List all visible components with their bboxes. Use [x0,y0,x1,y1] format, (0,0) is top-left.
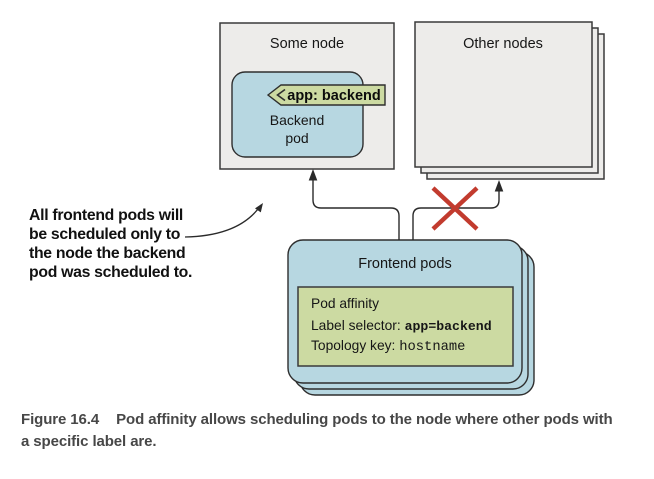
pod-affinity-heading: Pod affinity [311,296,379,311]
other-nodes-stack: Other nodes [414,21,605,180]
pod-affinity-selector: Label selector: app=backend [311,318,492,334]
arrowhead-other-nodes [494,180,504,192]
frontend-pods-title: Frontend pods [358,256,452,272]
label-tag-text: app: backend [287,88,380,104]
arrow-to-some-node-line [312,180,400,240]
annotation-curve [184,204,262,238]
label-tag-shape [266,84,386,106]
annotation-line: pod was scheduled to. [29,264,193,281]
arrow-to-other-nodes [412,180,504,240]
annotation-pointer-arrow [184,203,263,238]
arrow-to-some-node [308,169,400,240]
annotation-text: All frontend pods will be scheduled only… [29,206,219,282]
backend-pod-name-line1: Backend [270,112,324,128]
app-backend-label-tag: app: backend [266,84,386,106]
arrowhead-some-node [308,169,318,181]
label-tag-chevron-icon [276,88,286,102]
other-nodes-title: Other nodes [463,36,543,52]
some-node-title: Some node [270,36,344,52]
arrow-to-other-nodes-line [412,191,500,240]
backend-pod-name-line2: pod [285,130,308,146]
pod-affinity-box [297,286,514,367]
annotation-line: All frontend pods will [29,207,183,224]
annotation-line: be scheduled only to [29,226,181,243]
pod-affinity-panel: Pod affinity Label selector: app=backend… [297,286,514,367]
pod-affinity-diagram: Other nodes Some node Backend pod app: b… [184,21,605,396]
annotation-line: the node the backend [29,245,186,262]
red-x-icon [431,186,479,231]
annotation-arrowhead [255,203,263,213]
frontend-pods-stack: Frontend pods Pod affinity Label selecto… [287,239,535,396]
pod-affinity-topology: Topology key: hostname [311,338,465,355]
figure-caption-text: Pod affinity allows scheduling pods to t… [21,411,613,450]
other-nodes-box-front [414,21,593,168]
figure-caption-label: Figure 16.4 [21,411,100,428]
